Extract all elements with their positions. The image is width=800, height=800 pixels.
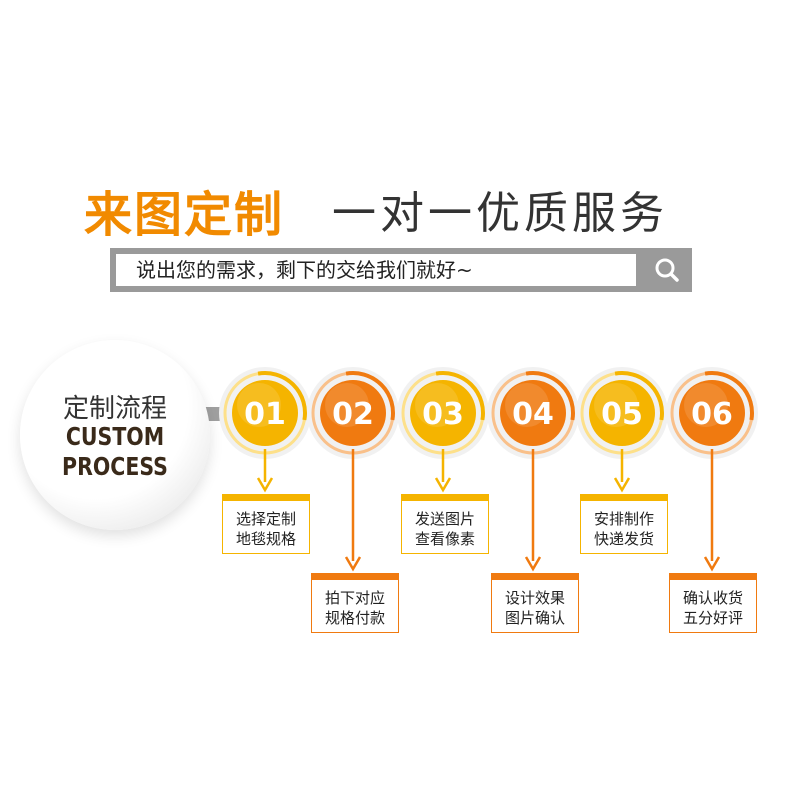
step-box-01-line2: 地毯规格 — [235, 530, 296, 548]
step-01-arrow-head — [256, 477, 274, 493]
step-06-arc — [704, 371, 754, 421]
step-box-04: 设计效果 图片确认 — [491, 573, 579, 633]
search-bar[interactable]: 说出您的需求，剩下的交给我们就好~ — [110, 248, 692, 292]
step-03-arrow-head — [434, 477, 452, 493]
step-box-01: 选择定制 地毯规格 — [222, 494, 310, 554]
process-badge: 定制流程 CUSTOM PROCESS — [20, 340, 210, 530]
step-box-06-line2: 五分好评 — [682, 609, 743, 627]
step-box-02-line2: 规格付款 — [324, 609, 385, 627]
step-05-arrow-head — [613, 477, 631, 493]
step-box-05-line2: 快递发货 — [593, 530, 654, 548]
process-title-en: CUSTOM PROCESS — [37, 422, 193, 482]
step-02-arrow-head — [344, 556, 362, 572]
step-box-03-line2: 查看像素 — [414, 530, 475, 548]
step-box-04-line1: 设计效果 — [504, 589, 565, 607]
step-box-06: 确认收货 五分好评 — [669, 573, 757, 633]
process-title-cn: 定制流程 — [62, 394, 167, 424]
page-title: 来图定制 一对一优质服务 — [70, 175, 730, 243]
process-track — [205, 407, 705, 421]
step-box-03-line1: 发送图片 — [414, 510, 475, 528]
step-box-05: 安排制作 快递发货 — [580, 494, 668, 554]
title-highlight: 来图定制 — [84, 187, 285, 243]
step-box-02-line1: 拍下对应 — [324, 589, 385, 607]
process-title-en-line1: CUSTOM — [65, 422, 165, 451]
step-box-06-line1: 确认收货 — [682, 589, 743, 607]
step-06-arrow-head — [703, 556, 721, 572]
step-box-02: 拍下对应 规格付款 — [311, 573, 399, 633]
step-box-03: 发送图片 查看像素 — [401, 494, 489, 554]
search-input[interactable]: 说出您的需求，剩下的交给我们就好~ — [116, 254, 636, 286]
step-box-01-line1: 选择定制 — [235, 510, 296, 528]
search-button[interactable] — [642, 248, 692, 292]
process-title-en-line2: PROCESS — [62, 452, 168, 481]
search-icon — [655, 258, 679, 282]
step-box-05-line1: 安排制作 — [593, 510, 654, 528]
title-rest: 一对一优质服务 — [332, 188, 668, 239]
step-box-04-line2: 图片确认 — [504, 609, 565, 627]
step-04-arrow-head — [524, 556, 542, 572]
